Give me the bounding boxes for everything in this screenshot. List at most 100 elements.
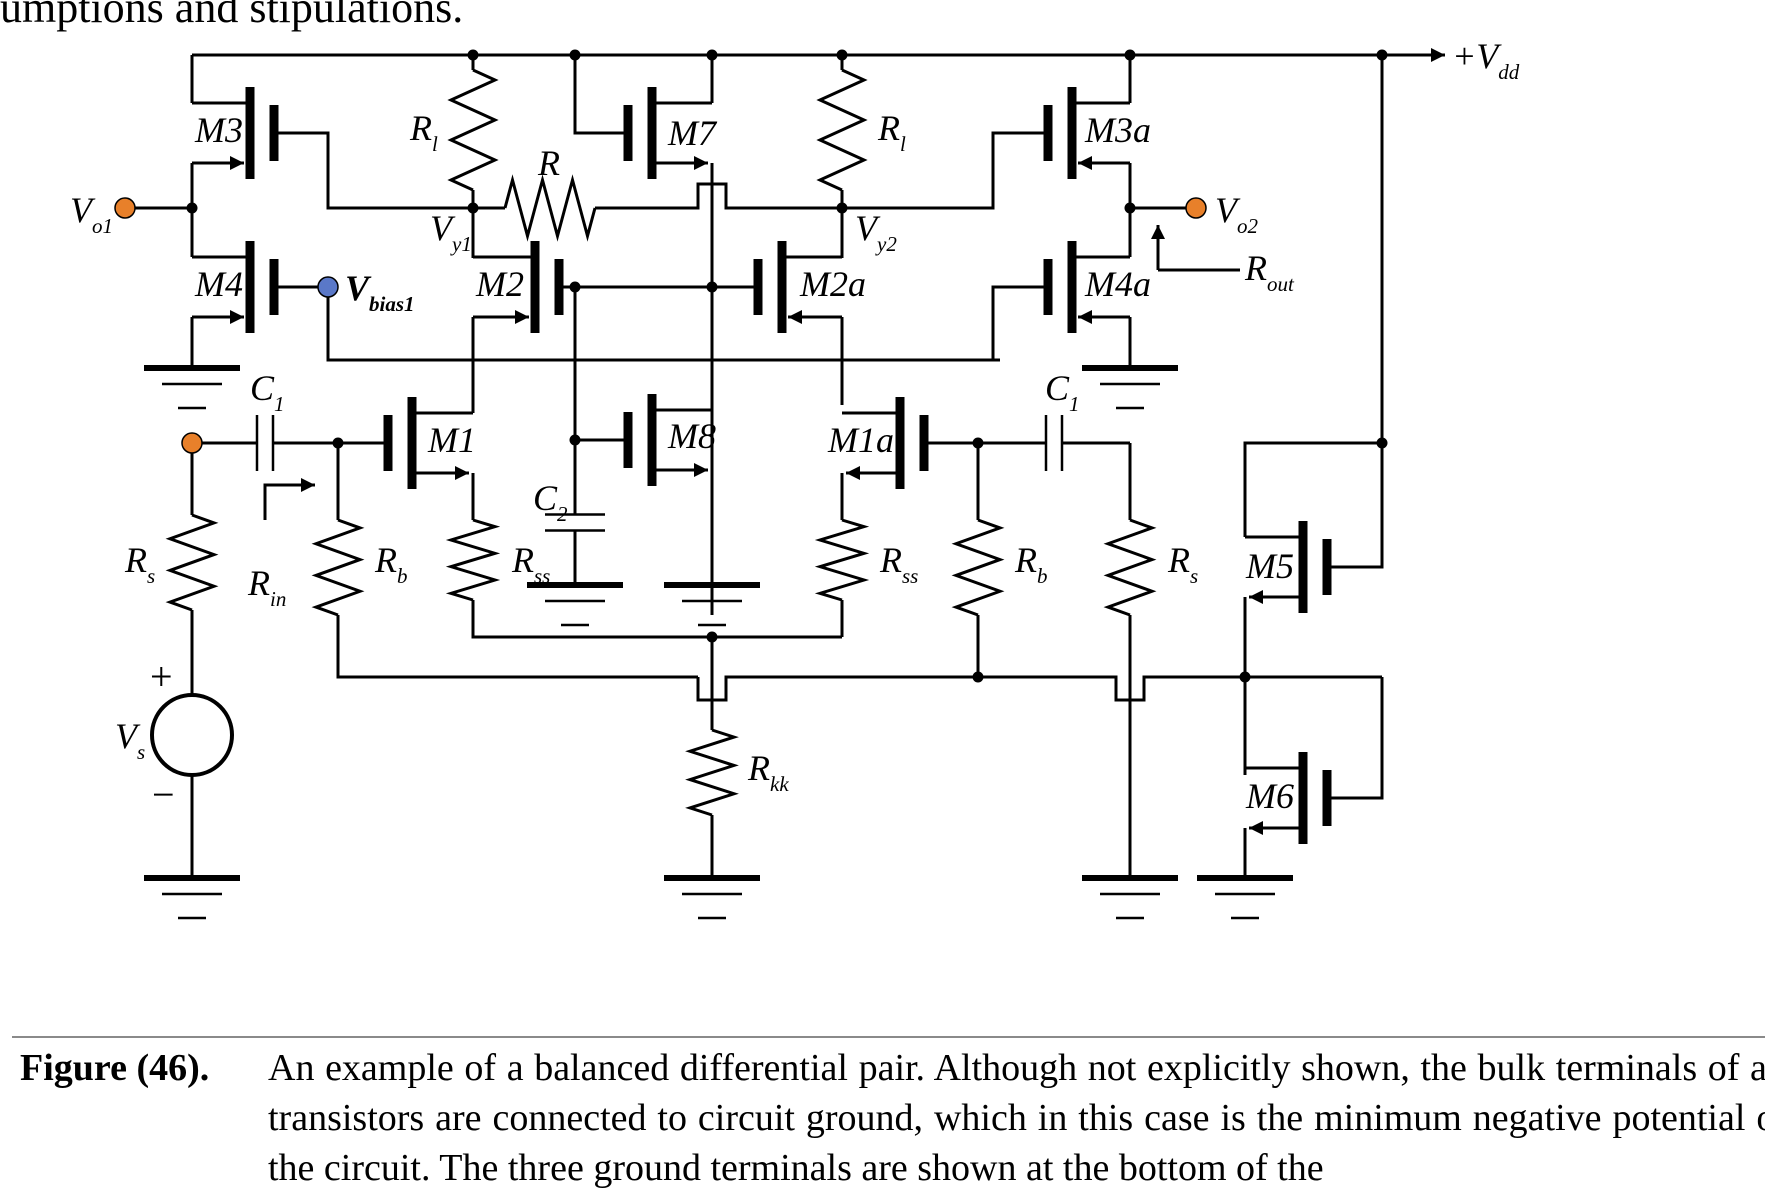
m5-m6-junction bbox=[1239, 671, 1251, 683]
rb-right-bus-junction bbox=[972, 671, 984, 683]
caption-label: Figure (46). bbox=[20, 1047, 210, 1089]
transistor-label-m2: M2 bbox=[475, 264, 524, 304]
c2-label: C2 bbox=[533, 478, 568, 526]
resistor-rs-left bbox=[165, 513, 219, 612]
vdd-arrow-head bbox=[1431, 48, 1445, 62]
transistor-label-m5: M5 bbox=[1245, 546, 1294, 586]
transistor-label-m3a: M3a bbox=[1084, 110, 1151, 150]
c1-left-label: C1 bbox=[250, 368, 285, 416]
transistor-m7-arrow-head bbox=[694, 156, 708, 170]
wire-m5-drain bbox=[1243, 441, 1382, 537]
top-text-fragment: umptions and stipulations. bbox=[0, 0, 464, 32]
transistor-m3a-arrow-head bbox=[1078, 156, 1092, 170]
vo2-label: Vo2 bbox=[1215, 190, 1259, 238]
vy1-label: Vy1 bbox=[430, 208, 472, 256]
transistor-m6-arrow-head bbox=[1249, 821, 1263, 835]
wire-rin bbox=[263, 483, 305, 520]
wire-m7-gate bbox=[573, 55, 628, 135]
wire-tail-bus bbox=[696, 675, 1382, 702]
rss-right-label: Rss bbox=[879, 540, 918, 588]
wire-m3-gate bbox=[274, 131, 473, 210]
vs-minus-label: − bbox=[152, 772, 175, 817]
wire-rb-bus-left bbox=[336, 615, 698, 679]
vdd-label: +Vdd bbox=[1452, 36, 1520, 84]
wire-m4a-gate bbox=[991, 285, 1048, 360]
rkk-label: Rkk bbox=[747, 748, 789, 796]
resistor-rb-right bbox=[951, 518, 1005, 617]
rl-left-label: Rl bbox=[409, 108, 438, 156]
transistor-m5-arrow-head bbox=[1249, 590, 1263, 604]
wire-m5-gate bbox=[1327, 443, 1384, 569]
wire-rss-bus bbox=[471, 600, 842, 639]
transistor-label-m6: M6 bbox=[1245, 776, 1294, 816]
transistor-label-m4: M4 bbox=[194, 264, 243, 304]
transistor-label-m2a: M2a bbox=[799, 264, 866, 304]
m7-label: M7 bbox=[667, 113, 718, 153]
rb-right-label: Rb bbox=[1014, 540, 1048, 588]
resistor-rss-left bbox=[445, 518, 501, 602]
wire-bias-bus bbox=[326, 287, 1000, 362]
transistor-label-m1: M1 bbox=[427, 420, 476, 460]
transistor-label-m4a: M4a bbox=[1084, 264, 1151, 304]
vy2-label: Vy2 bbox=[855, 208, 897, 256]
c1-right-label: C1 bbox=[1045, 368, 1080, 416]
voltage-source-vs bbox=[150, 693, 234, 777]
wire-r-hop bbox=[595, 182, 842, 210]
m2-gate-junction bbox=[569, 281, 581, 293]
rout-label: Rout bbox=[1244, 248, 1295, 296]
rb-right-junction bbox=[972, 437, 984, 449]
transistor-m8-arrow-head bbox=[694, 463, 708, 477]
transistor-m1a-arrow-head bbox=[846, 466, 860, 480]
vdd-junction bbox=[1124, 49, 1136, 61]
vo1-label: Vo1 bbox=[70, 190, 113, 238]
vbias1-terminal bbox=[317, 276, 339, 298]
vdd-junction bbox=[836, 49, 848, 61]
resistor-rl-left bbox=[447, 68, 499, 192]
vy1-junction bbox=[467, 202, 479, 214]
caption-divider bbox=[12, 1036, 1765, 1038]
transistor-m4a-arrow-head bbox=[1078, 310, 1092, 324]
resistor-rb-left bbox=[311, 518, 365, 617]
vdd-junction bbox=[467, 49, 479, 61]
circuit-wires bbox=[125, 53, 1430, 878]
vdd-junction bbox=[1376, 49, 1388, 61]
rs-left-label: Rs bbox=[124, 540, 155, 588]
transistor-label-m3: M3 bbox=[194, 110, 243, 150]
transistor-m4-arrow-head bbox=[230, 310, 244, 324]
transistor-m3-arrow-head bbox=[230, 156, 244, 170]
resistor-rkk bbox=[685, 728, 739, 817]
rss-left-label: Rss bbox=[511, 540, 550, 588]
rss-bus-junction bbox=[706, 631, 718, 643]
transistor-m2-arrow-head bbox=[515, 310, 529, 324]
rb-left-junction bbox=[332, 437, 344, 449]
vs-label: Vs bbox=[115, 716, 145, 764]
junction-dots bbox=[114, 49, 1388, 683]
resistor-rs-right bbox=[1103, 518, 1157, 617]
wire-m6-gate bbox=[1327, 677, 1384, 800]
rb-left-label: Rb bbox=[374, 540, 408, 588]
m8-gate-junction bbox=[569, 434, 581, 446]
m5-gate-junction bbox=[1376, 437, 1388, 449]
vbias1-label: Vbias1 bbox=[345, 268, 415, 316]
vin-terminal bbox=[181, 432, 203, 454]
rs-right-label: Rs bbox=[1167, 540, 1198, 588]
transistor-label-m1a: M1a bbox=[827, 420, 894, 460]
vdd-junction bbox=[569, 49, 581, 61]
caption-text: An example of a balanced differential pa… bbox=[268, 1047, 1765, 1189]
vs-plus-label: + bbox=[150, 654, 173, 699]
circuit-components bbox=[144, 48, 1445, 920]
center-junction bbox=[706, 281, 718, 293]
transistor-m1-arrow-head bbox=[455, 466, 469, 480]
resistor-rss-right bbox=[814, 518, 870, 602]
vo1-junction bbox=[186, 202, 198, 214]
vdd-junction bbox=[706, 49, 718, 61]
wire-m3a-gate bbox=[842, 131, 1048, 210]
resistor-rl-right bbox=[816, 68, 868, 192]
rin-arrow-head bbox=[301, 478, 315, 492]
rin-label: Rin bbox=[247, 563, 286, 611]
vo1-terminal bbox=[114, 197, 136, 219]
vy2-junction bbox=[836, 202, 848, 214]
rl-right-label: Rl bbox=[877, 108, 906, 156]
